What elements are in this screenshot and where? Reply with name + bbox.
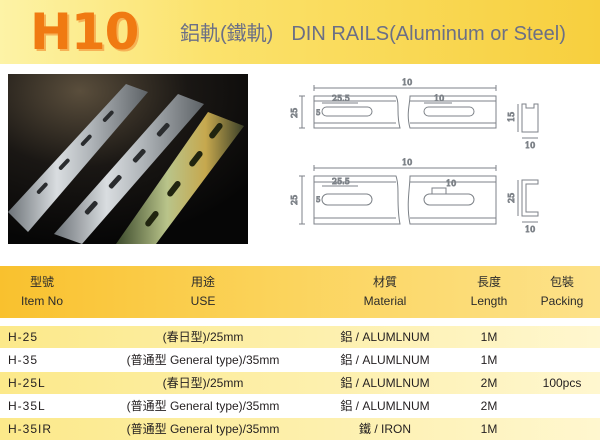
item-no: H-35IR [8, 422, 53, 436]
length: 1M [480, 353, 498, 367]
length: 1M [480, 422, 498, 436]
column-header-item-en: Item No [20, 294, 63, 308]
column-header-use: 用途 USE [88, 273, 318, 311]
length: 2M [480, 376, 498, 390]
column-header-packing-en: Packing [540, 294, 584, 308]
product-photo [8, 74, 248, 244]
length: 1M [480, 330, 498, 344]
item-no: H-35L [8, 399, 46, 413]
column-header-length: 長度 Length [454, 273, 524, 311]
material: 鐵 / IRON [358, 422, 411, 436]
product-title-en: DIN RAILS(Aluminum or Steel) [291, 23, 566, 45]
aluminum-rail-2 [54, 94, 204, 244]
material: 鋁 / ALUMLNUM [340, 399, 430, 413]
column-header-item: 型號 Item No [0, 273, 84, 311]
bottom-dim-slot: 25.5 [332, 177, 350, 186]
column-header-packing: 包裝 Packing [524, 273, 600, 311]
material: 鋁 / ALUMLNUM [340, 376, 430, 390]
table-row: H-35 (普通型 General type)/35mm 鋁 / ALUMLNU… [0, 349, 600, 371]
use: (普通型 General type)/35mm [126, 399, 280, 413]
use: (春日型)/25mm [162, 376, 244, 390]
material: 鋁 / ALUMLNUM [340, 330, 430, 344]
bottom-dim-side-width: 10 [525, 225, 535, 234]
bottom-dim-small: 5 [316, 196, 320, 204]
top-rail-drawing [299, 85, 539, 139]
material: 鋁 / ALUMLNUM [340, 353, 430, 367]
column-header-packing-cn: 包裝 [549, 275, 574, 289]
use: (普通型 General type)/35mm [126, 353, 280, 367]
top-dim-slot: 25.5 [332, 94, 350, 103]
column-header-material-en: Material [363, 294, 407, 308]
item-no: H-25L [8, 376, 46, 390]
top-dim-small: 5 [316, 109, 320, 117]
column-header-material-cn: 材質 [372, 275, 397, 289]
column-header-material: 材質 Material [320, 273, 450, 311]
technical-drawing: 10 25.5 10 25 5 15 10 10 25.5 10 [284, 74, 584, 249]
column-header-item-cn: 型號 [29, 275, 54, 289]
item-no: H-25 [8, 330, 39, 344]
aluminum-rail-1 [8, 84, 148, 232]
steel-rail [116, 112, 244, 244]
bottom-dim-length: 10 [402, 158, 412, 167]
product-title-cn: 鋁軌(鐵軌) [180, 23, 274, 45]
bottom-rail-drawing [299, 165, 539, 225]
bottom-dim-side-height: 25 [507, 193, 516, 203]
table-row: H-35IR (普通型 General type)/35mm 鐵 / IRON … [0, 418, 600, 440]
top-dim-side-height: 15 [507, 112, 516, 122]
top-dim-notch: 10 [434, 94, 444, 103]
bottom-dim-notch: 10 [446, 179, 456, 188]
use: (普通型 General type)/35mm [126, 422, 280, 436]
product-title: 鋁軌(鐵軌) DIN RAILS(Aluminum or Steel) [180, 22, 566, 46]
packing-value: 100pcs [542, 376, 582, 390]
table-header: 型號 Item No 用途 USE 材質 Material 長度 Length … [0, 266, 600, 318]
column-header-use-en: USE [190, 294, 216, 308]
length: 2M [480, 399, 498, 413]
column-header-length-cn: 長度 [476, 275, 501, 289]
header-banner: H10 鋁軌(鐵軌) DIN RAILS(Aluminum or Steel) [0, 0, 600, 64]
column-header-use-cn: 用途 [190, 275, 215, 289]
table-row: H-35L (普通型 General type)/35mm 鋁 / ALUMLN… [0, 395, 600, 417]
top-dim-length: 10 [402, 78, 412, 87]
item-no: H-35 [8, 353, 39, 367]
top-dim-height: 25 [290, 108, 299, 118]
table-row: H-25L (春日型)/25mm 鋁 / ALUMLNUM 2M [0, 372, 600, 394]
use: (春日型)/25mm [162, 330, 244, 344]
product-code: H10 [30, 3, 139, 61]
top-dim-side-width: 10 [525, 141, 535, 150]
column-header-length-en: Length [470, 294, 508, 308]
bottom-dim-height: 25 [290, 195, 299, 205]
table-row: H-25 (春日型)/25mm 鋁 / ALUMLNUM 1M [0, 326, 600, 348]
